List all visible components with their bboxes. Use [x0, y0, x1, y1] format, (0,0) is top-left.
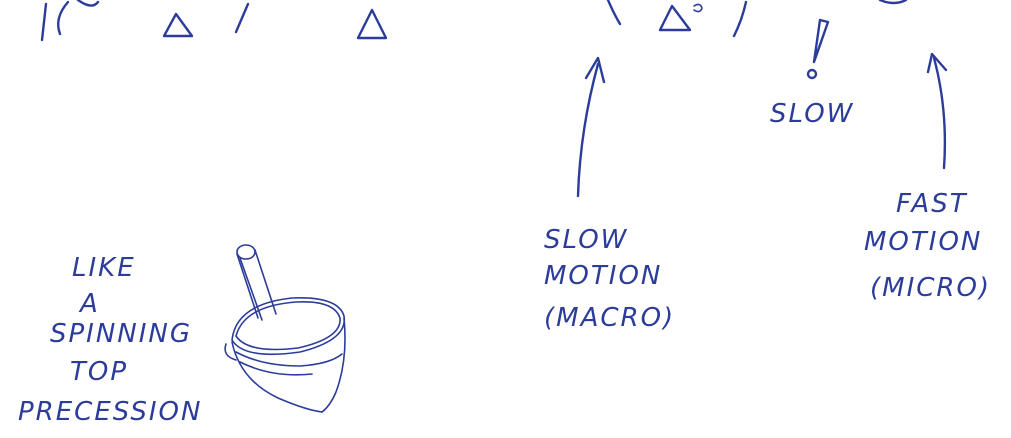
fast-motion-arrow	[926, 52, 948, 170]
spinning-top-label: LIKE A SPINNING TOP PRECESSION	[18, 253, 202, 427]
exclamation-stem	[812, 18, 830, 64]
spinning-top-line-4: TOP	[70, 357, 128, 387]
top-formula-fragment	[40, 0, 908, 80]
spinning-top-line-5: PRECESSION	[18, 397, 202, 427]
slow-label: SLOW	[770, 99, 854, 129]
slow-motion-line-2: MOTION	[544, 261, 662, 291]
exclamation-dot	[806, 68, 818, 80]
slow-motion-label: SLOW MOTION (MACRO)	[544, 225, 675, 333]
spinning-top-sketch	[224, 244, 346, 413]
spinning-top-line-2: A	[78, 289, 100, 319]
fast-motion-label: FAST MOTION (MICRO)	[864, 189, 991, 303]
slow-motion-line-1: SLOW	[544, 225, 628, 255]
fast-motion-line-2: MOTION	[864, 227, 982, 257]
spinning-top-line-3: SPINNING	[50, 319, 192, 349]
left-loop	[76, 0, 100, 7]
delta-symbol-3	[658, 4, 692, 32]
left-paren	[57, 0, 70, 36]
superscript-zero	[693, 3, 703, 13]
delta-symbol-2	[356, 8, 388, 40]
top-right-fragment	[878, 0, 908, 5]
center-right-paren	[732, 0, 748, 38]
left-bracket	[40, 2, 48, 42]
slow-motion-arrow	[576, 56, 606, 198]
delta-symbol-1	[162, 12, 194, 38]
fast-motion-line-3: (MICRO)	[870, 273, 991, 303]
spinning-top-line-1: LIKE	[72, 253, 136, 283]
slow-motion-line-3: (MACRO)	[544, 303, 675, 333]
slash-stroke	[234, 2, 250, 34]
fast-motion-line-1: FAST	[896, 189, 968, 219]
center-left-paren	[606, 0, 622, 26]
